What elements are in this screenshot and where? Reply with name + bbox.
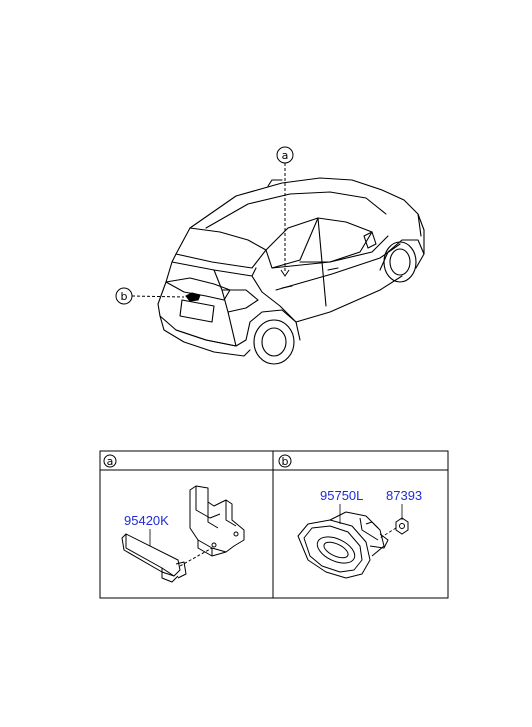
trunk-switch-drawing — [297, 511, 389, 579]
part-number-95420k: 95420K — [124, 513, 169, 528]
parts-table: a b 95420K — [99, 450, 449, 599]
nut-connection-dashed — [379, 527, 397, 539]
car-illustration — [157, 177, 425, 365]
nut-icon — [395, 517, 409, 535]
part-number-95750l: 95750L — [320, 488, 363, 503]
callout-b: b — [115, 287, 185, 305]
callout-a-label: a — [282, 149, 289, 162]
callout-a: a — [276, 146, 294, 277]
bracket-drawing — [121, 485, 245, 583]
callout-b-leader — [131, 295, 185, 298]
panel-b-title: b — [282, 455, 289, 468]
part-number-87393: 87393 — [386, 488, 422, 503]
callout-b-label: b — [121, 290, 128, 303]
callout-a-pointer — [280, 269, 290, 277]
panel-a-title: a — [107, 455, 114, 468]
parts-table-frame — [99, 450, 449, 599]
